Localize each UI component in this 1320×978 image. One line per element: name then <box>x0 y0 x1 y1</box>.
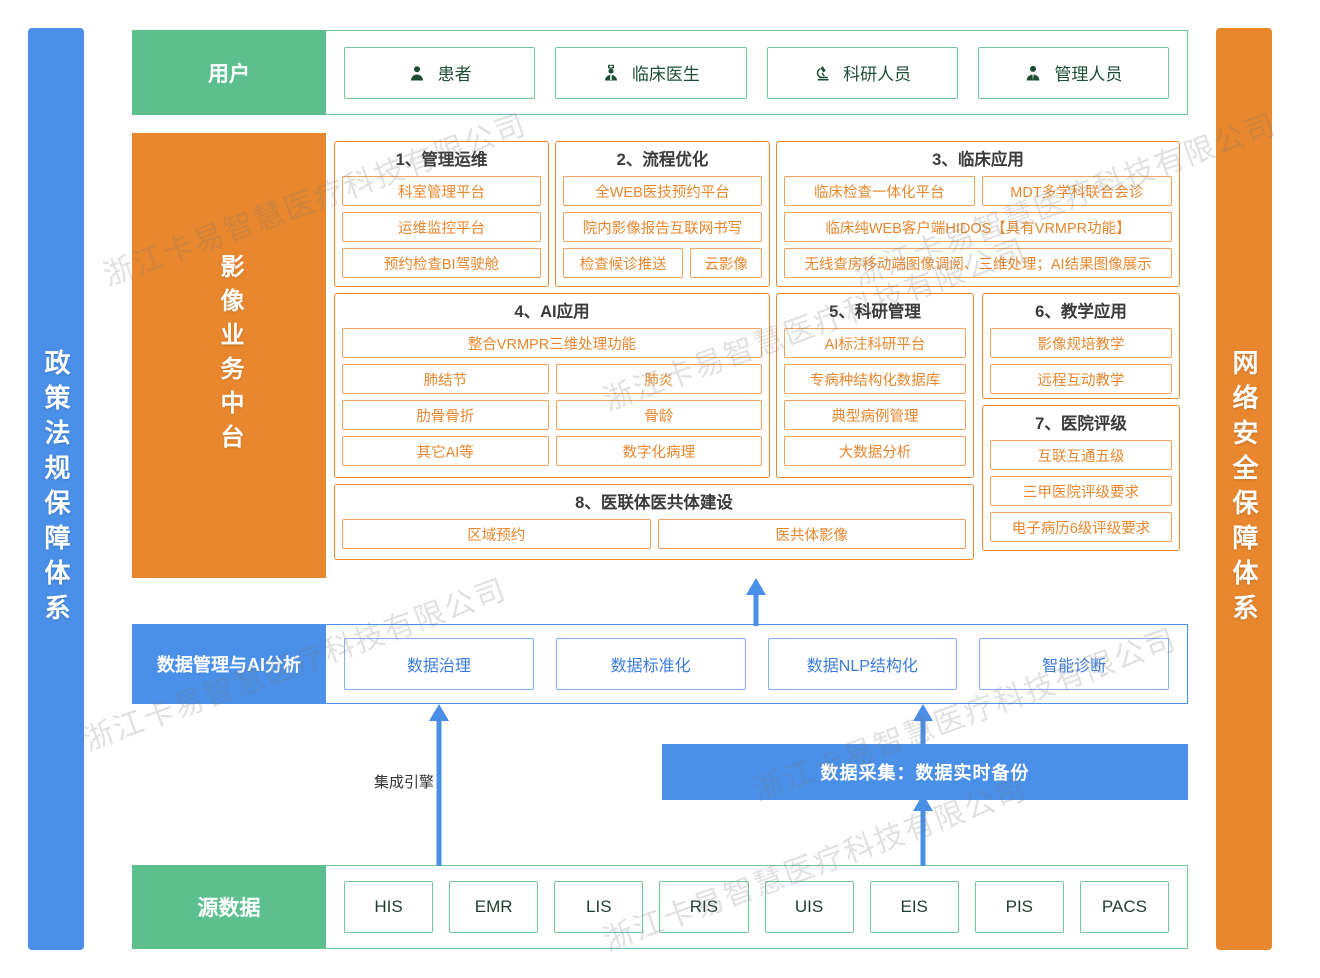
chip-item[interactable]: 整合VRMPR三维处理功能 <box>342 328 762 358</box>
patient-icon <box>408 64 426 82</box>
card-teaching-application[interactable]: 6、教学应用 影像规培教学 远程互动教学 <box>982 293 1180 399</box>
chip-item[interactable]: 数字化病理 <box>555 436 762 466</box>
chip-item[interactable]: 运维监控平台 <box>342 212 541 242</box>
chip-item[interactable]: AI标注科研平台 <box>784 328 966 358</box>
user-layer-row: 用户 患者 临床医生 <box>132 30 1188 115</box>
user-item-researcher[interactable]: 科研人员 <box>766 46 958 99</box>
arrow-source-to-collect <box>913 794 933 866</box>
card-hospital-rating[interactable]: 7、医院评级 互联互通五级 三甲医院评级要求 电子病历6级评级要求 <box>982 405 1180 551</box>
user-item-clinician[interactable]: 临床医生 <box>555 46 747 99</box>
chip-item[interactable]: 临床检查一体化平台 <box>784 176 975 206</box>
network-security-sidebar-label: 网络安全保障体系 <box>1229 349 1259 629</box>
chip-item[interactable]: 三甲医院评级要求 <box>990 476 1172 506</box>
chip-item[interactable]: 互联互通五级 <box>990 440 1172 470</box>
user-item-label: 患者 <box>437 65 472 84</box>
chip-item[interactable]: 全WEB医技预约平台 <box>563 176 762 206</box>
chip-item[interactable]: 骨龄 <box>555 400 762 430</box>
chip-item[interactable]: 医共体影像 <box>657 519 966 549</box>
user-item-patient[interactable]: 患者 <box>344 46 536 99</box>
source-item-pis[interactable]: PIS <box>974 881 1064 933</box>
policy-regulation-sidebar: 政策法规保障体系 <box>28 28 84 950</box>
card-process-optimization[interactable]: 2、流程优化 全WEB医技预约平台 院内影像报告互联网书写 检查候诊推送 云影像 <box>555 141 770 287</box>
chip-item[interactable]: 预约检查BI驾驶舱 <box>342 248 541 278</box>
chip-item[interactable]: 肺结节 <box>342 364 549 394</box>
chip-item[interactable]: 专病种结构化数据库 <box>784 364 966 394</box>
user-item-label: 临床医生 <box>631 65 700 84</box>
source-data-label: 源数据 <box>132 865 326 949</box>
source-item-pacs[interactable]: PACS <box>1079 881 1169 933</box>
source-item-eis[interactable]: EIS <box>869 881 959 933</box>
card-title: 7、医院评级 <box>1035 415 1127 433</box>
card-title: 3、临床应用 <box>932 151 1024 169</box>
chip-item[interactable]: 云影像 <box>690 248 762 278</box>
microscope-icon <box>813 64 831 82</box>
card-title: 1、管理运维 <box>395 151 488 169</box>
chip-item[interactable]: 影像规培教学 <box>990 328 1172 358</box>
arrow-data-to-platform <box>746 578 766 626</box>
chip-item[interactable]: 科室管理平台 <box>342 176 541 206</box>
card-medical-alliance[interactable]: 8、医联体医共体建设 区域预约 医共体影像 <box>334 484 974 560</box>
chip-item[interactable]: 电子病历6级评级要求 <box>990 512 1172 542</box>
chip-item[interactable]: 典型病例管理 <box>784 400 966 430</box>
chip-item[interactable]: 检查候诊推送 <box>563 248 684 278</box>
card-title: 4、AI应用 <box>514 303 590 321</box>
source-data-items: HIS EMR LIS RIS UIS EIS PIS PACS <box>326 865 1188 949</box>
user-item-administrator[interactable]: 管理人员 <box>977 46 1169 99</box>
chip-item[interactable]: 无线查房移动端图像调阅、三维处理；AI结果图像展示 <box>784 248 1172 278</box>
chip-item[interactable]: 临床纯WEB客户端HIDOS【具有VRMPR功能】 <box>784 212 1172 242</box>
data-item-nlp[interactable]: 数据NLP结构化 <box>767 638 958 690</box>
card-title: 2、流程优化 <box>616 151 709 169</box>
source-item-ris[interactable]: RIS <box>659 881 749 933</box>
chip-item[interactable]: 区域预约 <box>342 519 651 549</box>
data-item-governance[interactable]: 数据治理 <box>344 638 534 690</box>
user-layer-label: 用户 <box>132 30 326 115</box>
card-clinical-application[interactable]: 3、临床应用 临床检查一体化平台 MDT多学科联合会诊 临床纯WEB客户端HID… <box>776 141 1180 287</box>
policy-regulation-sidebar-label: 政策法规保障体系 <box>41 349 71 629</box>
card-title: 8、医联体医共体建设 <box>575 494 733 512</box>
card-ai-application[interactable]: 4、AI应用 整合VRMPR三维处理功能 肺结节 肺炎 肋骨骨折 骨龄 其它AI… <box>334 293 770 478</box>
chip-item[interactable]: 大数据分析 <box>784 436 966 466</box>
source-item-lis[interactable]: LIS <box>554 881 644 933</box>
data-item-smart-diagnosis[interactable]: 智能诊断 <box>979 638 1169 690</box>
arrow-source-to-data-left <box>429 704 449 866</box>
card-title: 5、科研管理 <box>829 303 921 321</box>
network-security-sidebar: 网络安全保障体系 <box>1216 28 1272 950</box>
arrow-collect-to-data <box>913 704 933 750</box>
imaging-platform-row: 影像业务中台 1、管理运维 科室管理平台 运维监控平台 预约检查BI驾驶舱 2、… <box>132 133 1188 578</box>
source-item-uis[interactable]: UIS <box>764 881 854 933</box>
chip-item[interactable]: 院内影像报告互联网书写 <box>563 212 762 242</box>
user-item-label: 科研人员 <box>843 65 912 84</box>
integration-engine-label: 集成引擎 <box>373 774 434 791</box>
chip-item[interactable]: 其它AI等 <box>342 436 549 466</box>
source-item-his[interactable]: HIS <box>344 881 434 933</box>
chip-item[interactable]: MDT多学科联合会诊 <box>981 176 1172 206</box>
user-layer-items: 患者 临床医生 科研人员 <box>326 30 1188 115</box>
chip-item[interactable]: 肺炎 <box>555 364 762 394</box>
card-research-management[interactable]: 5、科研管理 AI标注科研平台 专病种结构化数据库 典型病例管理 大数据分析 <box>776 293 974 478</box>
imaging-platform-cards: 1、管理运维 科室管理平台 运维监控平台 预约检查BI驾驶舱 2、流程优化 全W… <box>326 133 1188 578</box>
data-item-standardization[interactable]: 数据标准化 <box>555 638 746 690</box>
source-data-row: 源数据 HIS EMR LIS RIS UIS EIS PIS PACS <box>132 865 1188 949</box>
data-management-row: 数据管理与AI分析 数据治理 数据标准化 数据NLP结构化 智能诊断 <box>132 624 1188 704</box>
data-management-items: 数据治理 数据标准化 数据NLP结构化 智能诊断 <box>326 624 1188 704</box>
manager-icon <box>1024 64 1042 82</box>
card-management-ops[interactable]: 1、管理运维 科室管理平台 运维监控平台 预约检查BI驾驶舱 <box>334 141 549 287</box>
data-collection-bar: 数据采集：数据实时备份 <box>662 744 1188 800</box>
chip-item[interactable]: 远程互动教学 <box>990 364 1172 394</box>
imaging-platform-label-cell: 影像业务中台 <box>132 133 326 578</box>
chip-item[interactable]: 肋骨骨折 <box>342 400 549 430</box>
data-management-label: 数据管理与AI分析 <box>132 624 326 704</box>
imaging-platform-label: 影像业务中台 <box>216 253 243 458</box>
user-item-label: 管理人员 <box>1054 65 1123 84</box>
card-title: 6、教学应用 <box>1035 303 1127 321</box>
doctor-icon <box>602 64 620 82</box>
source-item-emr[interactable]: EMR <box>449 881 539 933</box>
